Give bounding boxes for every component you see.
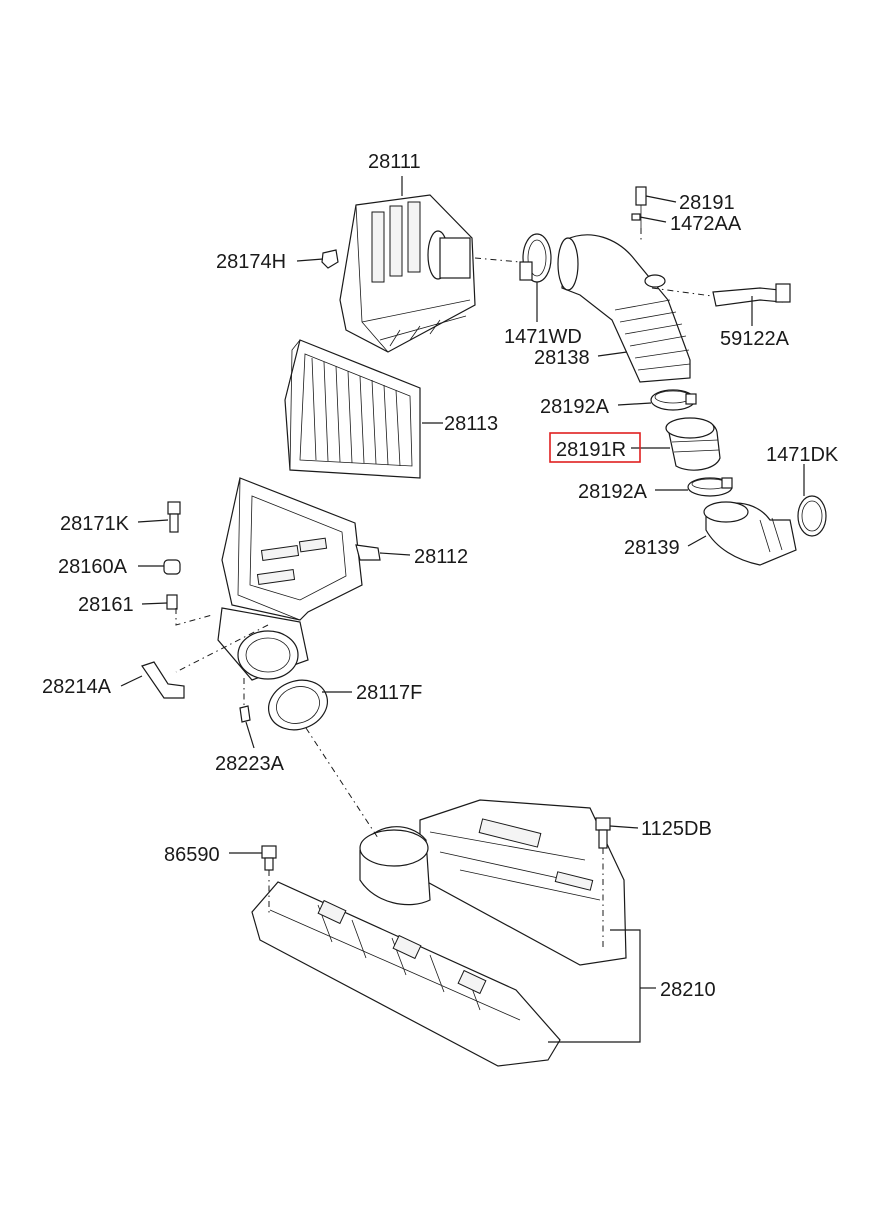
leader-lines <box>120 176 805 1043</box>
label-1472aa[interactable]: 1472AA <box>670 213 742 235</box>
breather-hose <box>712 283 791 307</box>
label-28223a[interactable]: 28223A <box>215 753 285 775</box>
label-28111[interactable]: 28111 <box>368 151 421 173</box>
label-28112[interactable]: 28112 <box>414 546 468 568</box>
assembly-lines <box>175 228 713 950</box>
label-28117f[interactable]: 28117F <box>356 682 422 704</box>
intake-hose <box>557 234 691 383</box>
label-28191r[interactable]: 28191R <box>556 439 626 461</box>
label-28171k[interactable]: 28171K <box>60 513 130 535</box>
air-cleaner-cover <box>339 194 476 353</box>
fastener-86590 <box>261 845 277 871</box>
collar-28161 <box>166 594 178 610</box>
label-28113[interactable]: 28113 <box>444 413 498 435</box>
bracket-28214a <box>141 661 185 699</box>
label-28214a[interactable]: 28214A <box>42 676 112 698</box>
clip-28174h <box>321 249 339 269</box>
label-28174h[interactable]: 28174H <box>216 251 286 273</box>
intake-duct-28210 <box>251 799 627 1067</box>
label-28192a-bottom[interactable]: 28192A <box>578 481 648 503</box>
label-28160a[interactable]: 28160A <box>58 556 128 578</box>
label-28139[interactable]: 28139 <box>624 537 680 559</box>
clamp-1471dk <box>797 495 827 537</box>
filter-element <box>284 339 421 479</box>
label-1471dk[interactable]: 1471DK <box>766 444 839 466</box>
grommet-28160a <box>163 559 181 575</box>
bolt-28171k <box>167 501 181 533</box>
duct-ring-28117f <box>268 679 328 731</box>
label-59122a[interactable]: 59122A <box>720 328 790 350</box>
resonator-28191r <box>665 417 721 471</box>
label-28191[interactable]: 28191 <box>679 192 735 214</box>
label-28161[interactable]: 28161 <box>78 594 134 616</box>
bolt-1125db <box>595 817 611 849</box>
elbow-hose-28139 <box>703 501 797 566</box>
part-labels: 28111 28174H 1471WD 28191 1472AA 59122A … <box>42 151 839 1001</box>
label-28210[interactable]: 28210 <box>660 979 716 1001</box>
clamp-1471wd <box>519 233 552 283</box>
label-1471wd[interactable]: 1471WD <box>504 326 582 348</box>
highlight-box <box>549 432 641 463</box>
clamp-28192a-top <box>650 389 697 411</box>
sensor-28191 <box>631 186 647 228</box>
air-cleaner-body <box>217 477 381 681</box>
clip-28223a <box>239 705 251 723</box>
label-86590[interactable]: 86590 <box>164 844 220 866</box>
clamp-28192a-bottom <box>687 477 733 497</box>
label-28192a-top[interactable]: 28192A <box>540 396 610 418</box>
label-28138[interactable]: 28138 <box>534 347 590 369</box>
label-1125db[interactable]: 1125DB <box>641 818 712 840</box>
